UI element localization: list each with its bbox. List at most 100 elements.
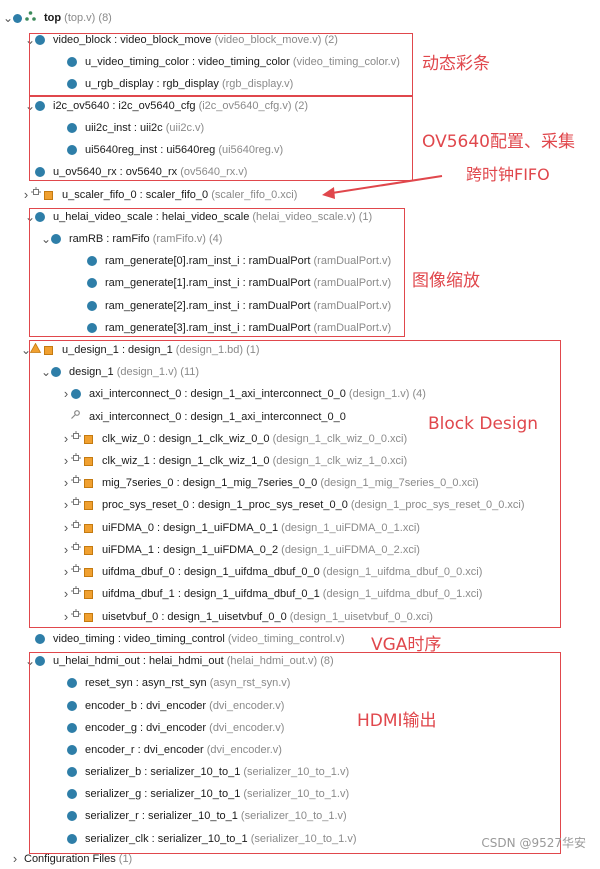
node-source-file: (i2c_ov5640_cfg.v) (2) <box>198 100 309 112</box>
ui5640reg-inst-node[interactable]: ui5640reg_inst : ui5640reg (ui5640reg.v) <box>0 140 600 160</box>
chevron-right-icon[interactable]: › <box>63 586 69 601</box>
chevron-right-icon[interactable]: › <box>63 453 69 468</box>
uii2c-inst-node[interactable]: uii2c_inst : uii2c (uii2c.v) <box>0 118 600 138</box>
chevron-right-icon[interactable]: › <box>63 520 69 535</box>
u-video-timing-color-node[interactable]: u_video_timing_color : video_timing_colo… <box>0 52 600 72</box>
chevron-down-icon[interactable]: ⌄ <box>24 33 36 47</box>
i2c-ov5640-node[interactable]: ⌄ i2c_ov5640 : i2c_ov5640_cfg (i2c_ov5640… <box>0 96 600 116</box>
ram-generate-1-node[interactable]: ram_generate[1].ram_inst_i : ramDualPort… <box>0 273 600 293</box>
ram-generate-3-node[interactable]: ram_generate[3].ram_inst_i : ramDualPort… <box>0 318 600 338</box>
node-label: clk_wiz_0 : design_1_clk_wiz_0_0 (design… <box>102 429 407 449</box>
chevron-down-icon[interactable]: ⌄ <box>40 232 52 246</box>
axi-interconnect-0-node[interactable]: ›axi_interconnect_0 : design_1_axi_inter… <box>0 384 600 404</box>
ip-core-icon <box>84 589 93 599</box>
node-label: uifdma_dbuf_1 : design_1_uifdma_dbuf_0_1… <box>102 584 482 604</box>
uifdma-1-node[interactable]: ›uiFDMA_1 : design_1_uiFDMA_0_2 (design_… <box>0 540 600 560</box>
ip-core-icon-wrap <box>83 429 94 449</box>
ip-symbol-icon-wrap <box>30 185 41 205</box>
u-helai-hdmi-out-node[interactable]: ⌄u_helai_hdmi_out : helai_hdmi_out (hela… <box>0 651 600 671</box>
video-timing-node[interactable]: video_timing : video_timing_control (vid… <box>0 629 600 649</box>
chevron-right-icon[interactable]: › <box>63 475 69 490</box>
ram-generate-0-node[interactable]: ram_generate[0].ram_inst_i : ramDualPort… <box>0 251 600 271</box>
node-module-name: uii2c_inst : uii2c <box>85 122 163 134</box>
u-ov5640-rx-node[interactable]: u_ov5640_rx : ov5640_rx (ov5640_rx.v) <box>0 162 600 182</box>
clk-wiz-1-node[interactable]: ›clk_wiz_1 : design_1_clk_wiz_1_0 (desig… <box>0 451 600 471</box>
encoder-b-node[interactable]: encoder_b : dvi_encoder (dvi_encoder.v) <box>0 696 600 716</box>
node-source-file: (dvi_encoder.v) <box>209 722 285 734</box>
node-source-file: (ramDualPort.v) <box>313 277 392 289</box>
node-source-file: (1) <box>118 853 133 865</box>
node-source-file: (serializer_10_to_1.v) <box>243 766 350 778</box>
chevron-right-icon[interactable]: › <box>63 497 69 512</box>
module-icon <box>34 634 45 644</box>
node-module-name: encoder_r : dvi_encoder <box>85 744 204 756</box>
top-node[interactable]: ⌄top (top.v) (8) <box>0 8 600 28</box>
serializer-r-node[interactable]: serializer_r : serializer_10_to_1 (seria… <box>0 806 600 826</box>
u-design-1-node[interactable]: ⌄u_design_1 : design_1 (design_1.bd) (1) <box>0 340 600 360</box>
uifdma-0-node[interactable]: › uiFDMA_0 : design_1_uiFDMA_0_1 (design_… <box>0 518 600 538</box>
module-icon <box>70 389 81 399</box>
node-label: uiFDMA_0 : design_1_uiFDMA_0_1 (design_1… <box>102 518 420 538</box>
u-helai-video-scale-node[interactable]: ⌄u_helai_video_scale : helai_video_scale… <box>0 207 600 227</box>
module-icon <box>50 367 61 377</box>
serializer-b-node[interactable]: serializer_b : serializer_10_to_1 (seria… <box>0 762 600 782</box>
annotation-vga-timing: VGA时序 <box>371 635 442 655</box>
node-module-name: i2c_ov5640 : i2c_ov5640_cfg <box>53 100 196 112</box>
chevron-down-icon[interactable]: ⌄ <box>40 365 52 379</box>
node-source-file: (design_1.bd) (1) <box>175 344 260 356</box>
chevron-down-icon[interactable]: ⌄ <box>24 210 36 224</box>
node-source-file: (design_1_uisetvbuf_0_0.xci) <box>289 611 433 623</box>
ramrb-node[interactable]: ⌄ramRB : ramFifo (ramFifo.v) (4) <box>0 229 600 249</box>
ip-core-icon <box>44 190 53 200</box>
u-rgb-display-node[interactable]: u_rgb_display : rgb_display (rgb_display… <box>0 74 600 94</box>
chevron-down-icon[interactable]: ⌄ <box>24 99 36 113</box>
node-source-file: (design_1_uiFDMA_0_1.xci) <box>281 522 420 534</box>
clk-wiz-0-node[interactable]: › clk_wiz_0 : design_1_clk_wiz_0_0 (desig… <box>0 429 600 449</box>
uisetvbuf-0-node[interactable]: ›uisetvbuf_0 : design_1_uisetvbuf_0_0 (d… <box>0 607 600 627</box>
node-label: encoder_b : dvi_encoder (dvi_encoder.v) <box>85 696 284 716</box>
serializer-g-node[interactable]: serializer_g : serializer_10_to_1 (seria… <box>0 784 600 804</box>
ip-core-icon-wrap <box>83 451 94 471</box>
chevron-down-icon[interactable]: ⌄ <box>2 11 14 25</box>
axi-interconnect-0-link-node[interactable]: axi_interconnect_0 : design_1_axi_interc… <box>0 407 600 427</box>
node-label: serializer_r : serializer_10_to_1 (seria… <box>85 806 347 826</box>
module-icon <box>66 745 77 755</box>
node-source-file: (design_1_uifdma_dbuf_0_1.xci) <box>322 588 483 600</box>
encoder-g-node[interactable]: encoder_g : dvi_encoder (dvi_encoder.v) <box>0 718 600 738</box>
uifdma-dbuf-1-node[interactable]: › uifdma_dbuf_1 : design_1_uifdma_dbuf_0_… <box>0 584 600 604</box>
node-module-name: design_1 <box>69 366 114 378</box>
design-1-node[interactable]: ⌄design_1 (design_1.v) (11) <box>0 362 600 382</box>
encoder-r-node[interactable]: encoder_r : dvi_encoder (dvi_encoder.v) <box>0 740 600 760</box>
uifdma-dbuf-0-node[interactable]: ›uifdma_dbuf_0 : design_1_uifdma_dbuf_0_… <box>0 562 600 582</box>
module-icon <box>34 101 45 111</box>
chevron-right-icon[interactable]: › <box>63 609 69 624</box>
chevron-right-icon[interactable]: › <box>12 851 18 866</box>
ip-core-icon <box>84 456 93 466</box>
block-design-icon-wrap <box>29 340 42 360</box>
node-label: ram_generate[0].ram_inst_i : ramDualPort… <box>105 251 391 271</box>
video-block-node[interactable]: ⌄video_block : video_block_move (video_b… <box>0 30 600 50</box>
chevron-right-icon[interactable]: › <box>23 187 29 202</box>
ram-generate-2-node[interactable]: ram_generate[2].ram_inst_i : ramDualPort… <box>0 296 600 316</box>
proc-sys-reset-0-node[interactable]: ›proc_sys_reset_0 : design_1_proc_sys_re… <box>0 495 600 515</box>
serializer-clk-node[interactable]: serializer_clk : serializer_10_to_1 (ser… <box>0 829 600 849</box>
hierarchy-icon <box>25 8 36 28</box>
module-icon <box>66 723 77 733</box>
module-icon-wrap <box>34 629 45 649</box>
node-label: serializer_g : serializer_10_to_1 (seria… <box>85 784 349 804</box>
chevron-right-icon[interactable]: › <box>63 542 69 557</box>
node-module-name: uiFDMA_1 : design_1_uiFDMA_0_2 <box>102 544 279 556</box>
chevron-down-icon[interactable]: ⌄ <box>24 654 36 668</box>
u-scaler-fifo-0-node[interactable]: ›u_scaler_fifo_0 : scaler_fifo_0 (scaler… <box>0 185 600 205</box>
chevron-right-icon[interactable]: › <box>63 431 69 446</box>
chevron-down-icon[interactable]: ⌄ <box>20 343 32 357</box>
reset-syn-node[interactable]: reset_syn : asyn_rst_syn (asyn_rst_syn.v… <box>0 673 600 693</box>
ip-symbol-icon <box>70 607 81 627</box>
mig-7series-0-node[interactable]: ›mig_7series_0 : design_1_mig_7series_0_… <box>0 473 600 493</box>
ip-symbol-icon-wrap <box>70 584 81 604</box>
node-label: i2c_ov5640 : i2c_ov5640_cfg (i2c_ov5640_… <box>53 96 308 116</box>
node-source-file: (design_1_mig_7series_0_0.xci) <box>320 477 479 489</box>
module-icon <box>34 656 45 666</box>
chevron-right-icon[interactable]: › <box>63 386 69 401</box>
chevron-right-icon[interactable]: › <box>63 564 69 579</box>
